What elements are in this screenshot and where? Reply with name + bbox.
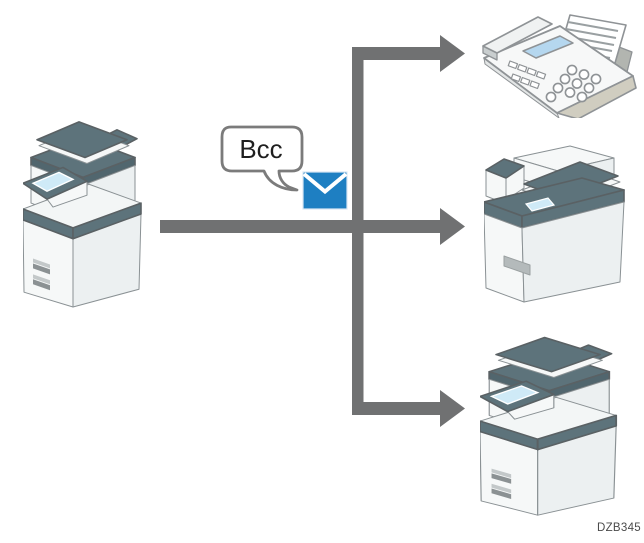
arrow-to-mfp-bottom xyxy=(352,390,465,427)
fax-handset xyxy=(482,16,553,61)
status-display xyxy=(524,197,556,212)
fax-keypad xyxy=(545,64,602,103)
speech-bubble-shape xyxy=(220,125,304,192)
output-slot xyxy=(503,255,531,276)
dest-mfp-compact-illustration xyxy=(484,145,625,303)
fax-display xyxy=(522,35,574,59)
fax-machine-art xyxy=(482,14,637,118)
compact-mfp-art xyxy=(484,145,625,303)
source-mfp-illustration xyxy=(23,121,142,308)
arrow-to-mfp-middle xyxy=(160,208,465,245)
fax-function-buttons xyxy=(507,60,547,90)
figure-code: DZB345 xyxy=(597,522,641,534)
bcc-speech-bubble: Bcc xyxy=(220,125,304,192)
dest-fax-illustration xyxy=(482,14,637,118)
dest-mfp-large-illustration xyxy=(480,336,618,517)
arrow-to-fax xyxy=(352,35,465,72)
email-envelope-icon xyxy=(302,171,348,210)
bubble-label: Bcc xyxy=(239,134,282,164)
